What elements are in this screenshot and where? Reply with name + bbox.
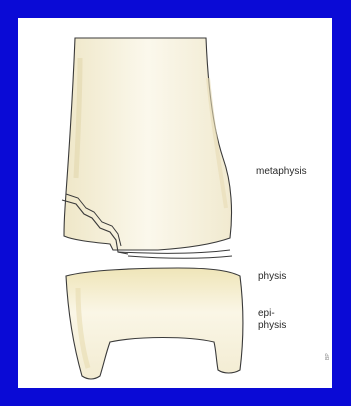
metaphysis-bone [64, 38, 232, 250]
epiphysis-label-line2: physis [258, 320, 298, 332]
illustrator-credit: BP [325, 353, 331, 360]
physis-line-bottom [128, 256, 232, 258]
illustration-panel: metaphysis physis epi- physis [18, 18, 332, 388]
metaphysis-label: metaphysis [256, 166, 307, 178]
epiphysis-label: epi- physis [258, 308, 298, 332]
epiphysis-label-line1: epi- [258, 308, 298, 320]
physis-label: physis [258, 271, 286, 283]
growth-plate-fracture-diagram [18, 18, 332, 388]
epiphysis-bone [66, 268, 243, 379]
